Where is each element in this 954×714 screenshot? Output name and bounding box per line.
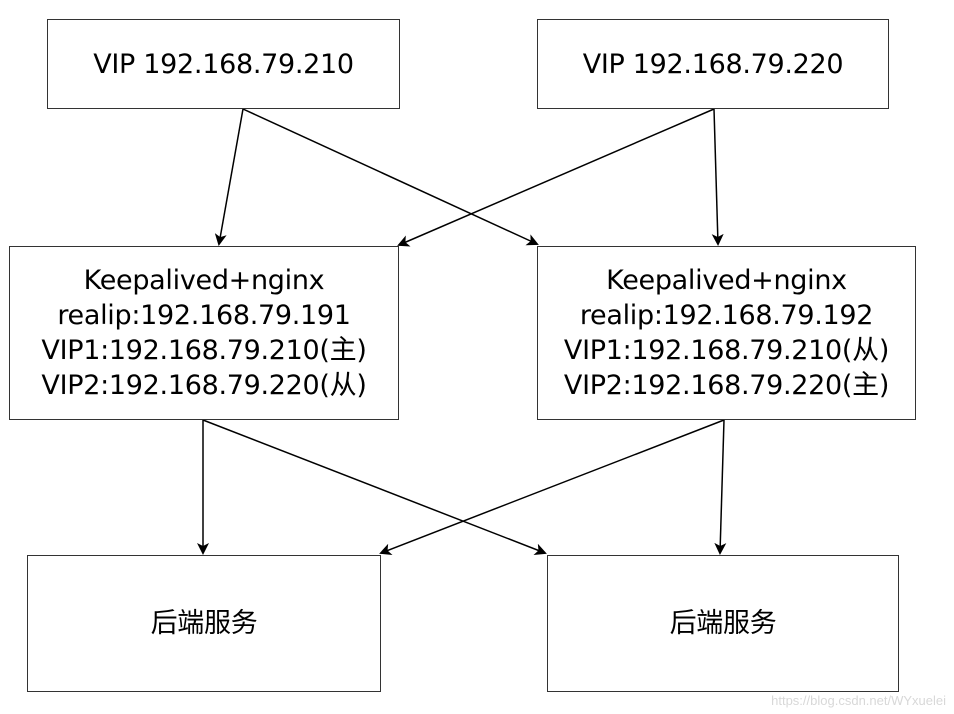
backend-1-label: 后端服务	[150, 608, 258, 639]
edge-lb192-to-backend2	[714, 419, 727, 555]
edge-lb191-to-backend2	[202, 419, 547, 555]
lb-192-vip1: VIP1:192.168.79.210(从)	[563, 335, 890, 366]
keepalived-nginx-192-node: Keepalived+nginx realip:192.168.79.192 V…	[537, 246, 916, 420]
vip-210-node: VIP 192.168.79.210	[47, 19, 400, 109]
edge-lb192-to-backend1	[379, 419, 725, 555]
backend-service-2-node: 后端服务	[547, 555, 899, 692]
edge-vip220-to-lb191	[397, 108, 715, 247]
backend-2-label: 后端服务	[669, 608, 777, 639]
backend-service-1-node: 后端服务	[27, 555, 381, 692]
vip-220-node: VIP 192.168.79.220	[537, 19, 889, 109]
vip-220-label: VIP 192.168.79.220	[582, 48, 844, 80]
lb-192-realip: realip:192.168.79.192	[579, 300, 874, 331]
vip-210-label: VIP 192.168.79.210	[93, 48, 354, 80]
lb-191-realip: realip:192.168.79.191	[57, 300, 351, 331]
watermark-url: https://blog.csdn.net/WYxuelei	[771, 693, 946, 708]
keepalived-nginx-191-node: Keepalived+nginx realip:192.168.79.191 V…	[9, 246, 399, 420]
edge-vip210-to-lb191	[214, 108, 244, 246]
edge-vip220-to-lb192	[711, 108, 724, 246]
lb-191-title: Keepalived+nginx	[83, 265, 325, 296]
lb-191-vip2: VIP2:192.168.79.220(从)	[41, 370, 367, 401]
lb-192-vip2: VIP2:192.168.79.220(主)	[563, 370, 890, 401]
lb-192-title: Keepalived+nginx	[606, 265, 847, 296]
lb-191-vip1: VIP1:192.168.79.210(主)	[41, 335, 367, 366]
edge-vip210-to-lb192	[242, 108, 539, 246]
